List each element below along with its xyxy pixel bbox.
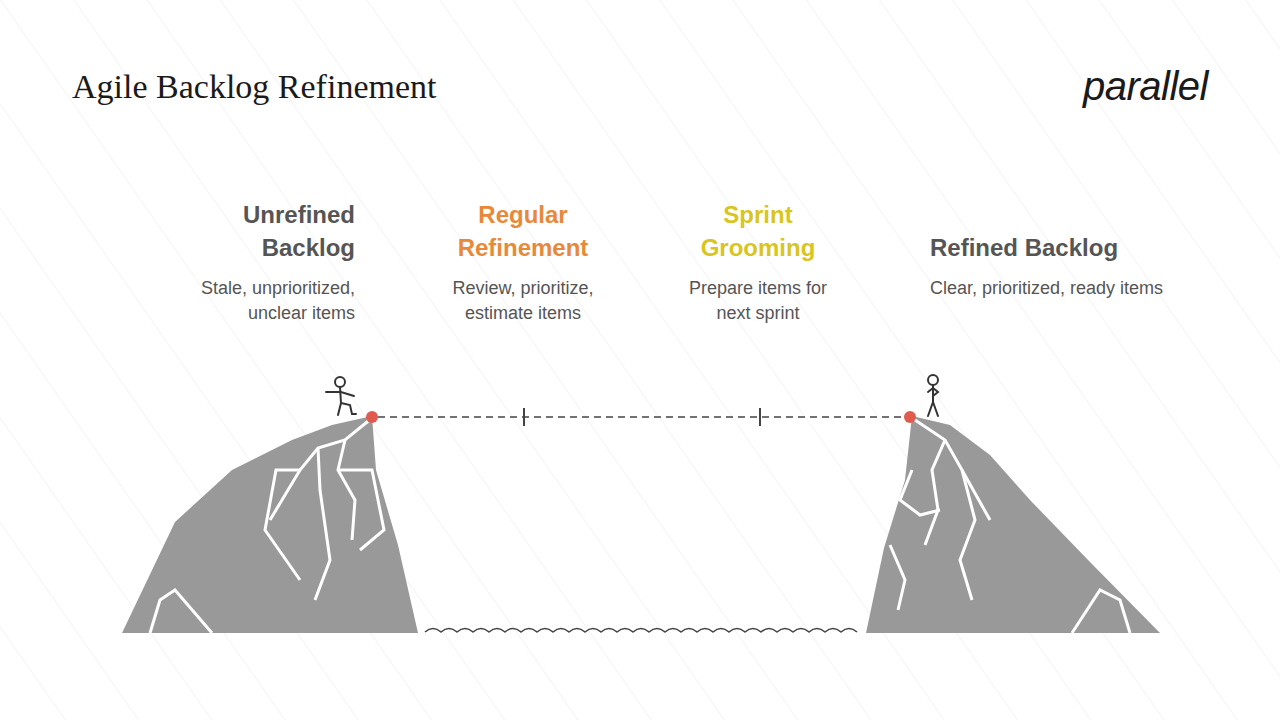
stick-figure [928,375,938,416]
water-wave [425,629,857,633]
left-cliff [122,416,418,633]
right-cliff [866,416,1160,633]
progress-path [366,408,916,426]
brand-logo: parallel [1083,64,1208,109]
stick-figure [326,377,356,415]
stage-heading: Regular Refinement [433,198,613,264]
stage-description: Clear, prioritized, ready items [930,276,1170,301]
stage-node: Sprint GroomingPrepare items for next sp… [673,198,843,326]
stage-node: Unrefined BacklogStale, unprioritized, u… [168,198,355,326]
stage-heading: Unrefined Backlog [168,198,355,264]
stage-description: Prepare items for next sprint [673,276,843,326]
stage-heading: Sprint Grooming [673,198,843,264]
stage-node: Refined BacklogClear, prioritized, ready… [930,198,1170,301]
stage-description: Review, prioritize, estimate items [433,276,613,326]
stage-description: Stale, unprioritized, unclear items [168,276,355,326]
stage-heading: Refined Backlog [930,198,1170,264]
stage-node: Regular RefinementReview, prioritize, es… [433,198,613,326]
diagram-title: Agile Backlog Refinement [72,68,436,106]
